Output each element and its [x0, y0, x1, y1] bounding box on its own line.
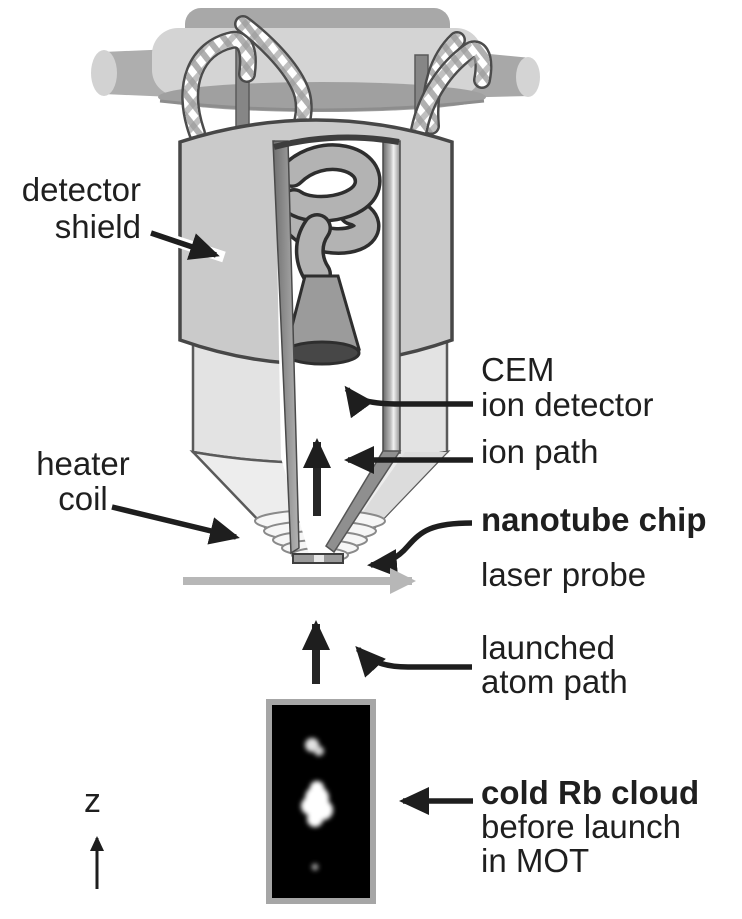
detector-shield-arrow — [150, 230, 220, 260]
wire-left-diagonal — [234, 15, 313, 140]
launched-atom-leader-arrow — [355, 646, 472, 678]
rb-cloud-blobs — [301, 738, 333, 871]
cem-detector-assembly — [288, 143, 382, 366]
nanotube-chip-label: nanotube chip — [481, 501, 707, 538]
laser-probe-label: laser probe — [481, 556, 647, 593]
ion-detector-label: ion detector — [481, 386, 654, 423]
launched-atom-label-line2: atom path — [481, 663, 628, 700]
wire-right-diagonal — [410, 40, 493, 139]
cem-label: CEM — [481, 351, 555, 388]
detector-shield-label-line2: shield — [54, 208, 141, 245]
z-axis-label: z — [84, 782, 101, 820]
cold-rb-label-line1: cold Rb cloud — [481, 774, 700, 811]
cem-spiral — [288, 143, 382, 289]
mot-image — [266, 699, 376, 904]
cutaway-left-wall — [272, 140, 300, 555]
cold-rb-label-line3: in MOT — [481, 842, 590, 879]
cutaway-right-wall — [325, 450, 402, 554]
nanotube-chip-leader-arrow — [367, 520, 473, 578]
cold-rb-label-line2: before launch — [481, 808, 681, 845]
cem-leader-arrow — [344, 385, 473, 419]
arrows — [90, 227, 473, 889]
cutaway-top-edge — [273, 134, 400, 150]
wire-left-loop — [181, 30, 257, 142]
detector-shield-label-line1: detector — [21, 171, 141, 208]
nanotube-chip-shape — [292, 553, 344, 564]
ion-path-label: ion path — [481, 433, 599, 470]
heater-coil-label-line1: heater — [36, 445, 130, 482]
braided-wires — [181, 15, 493, 142]
heater-coil-arrow — [111, 504, 240, 545]
heater-coil-label-line2: coil — [58, 480, 108, 517]
launched-atom-label-line1: launched — [481, 629, 615, 666]
